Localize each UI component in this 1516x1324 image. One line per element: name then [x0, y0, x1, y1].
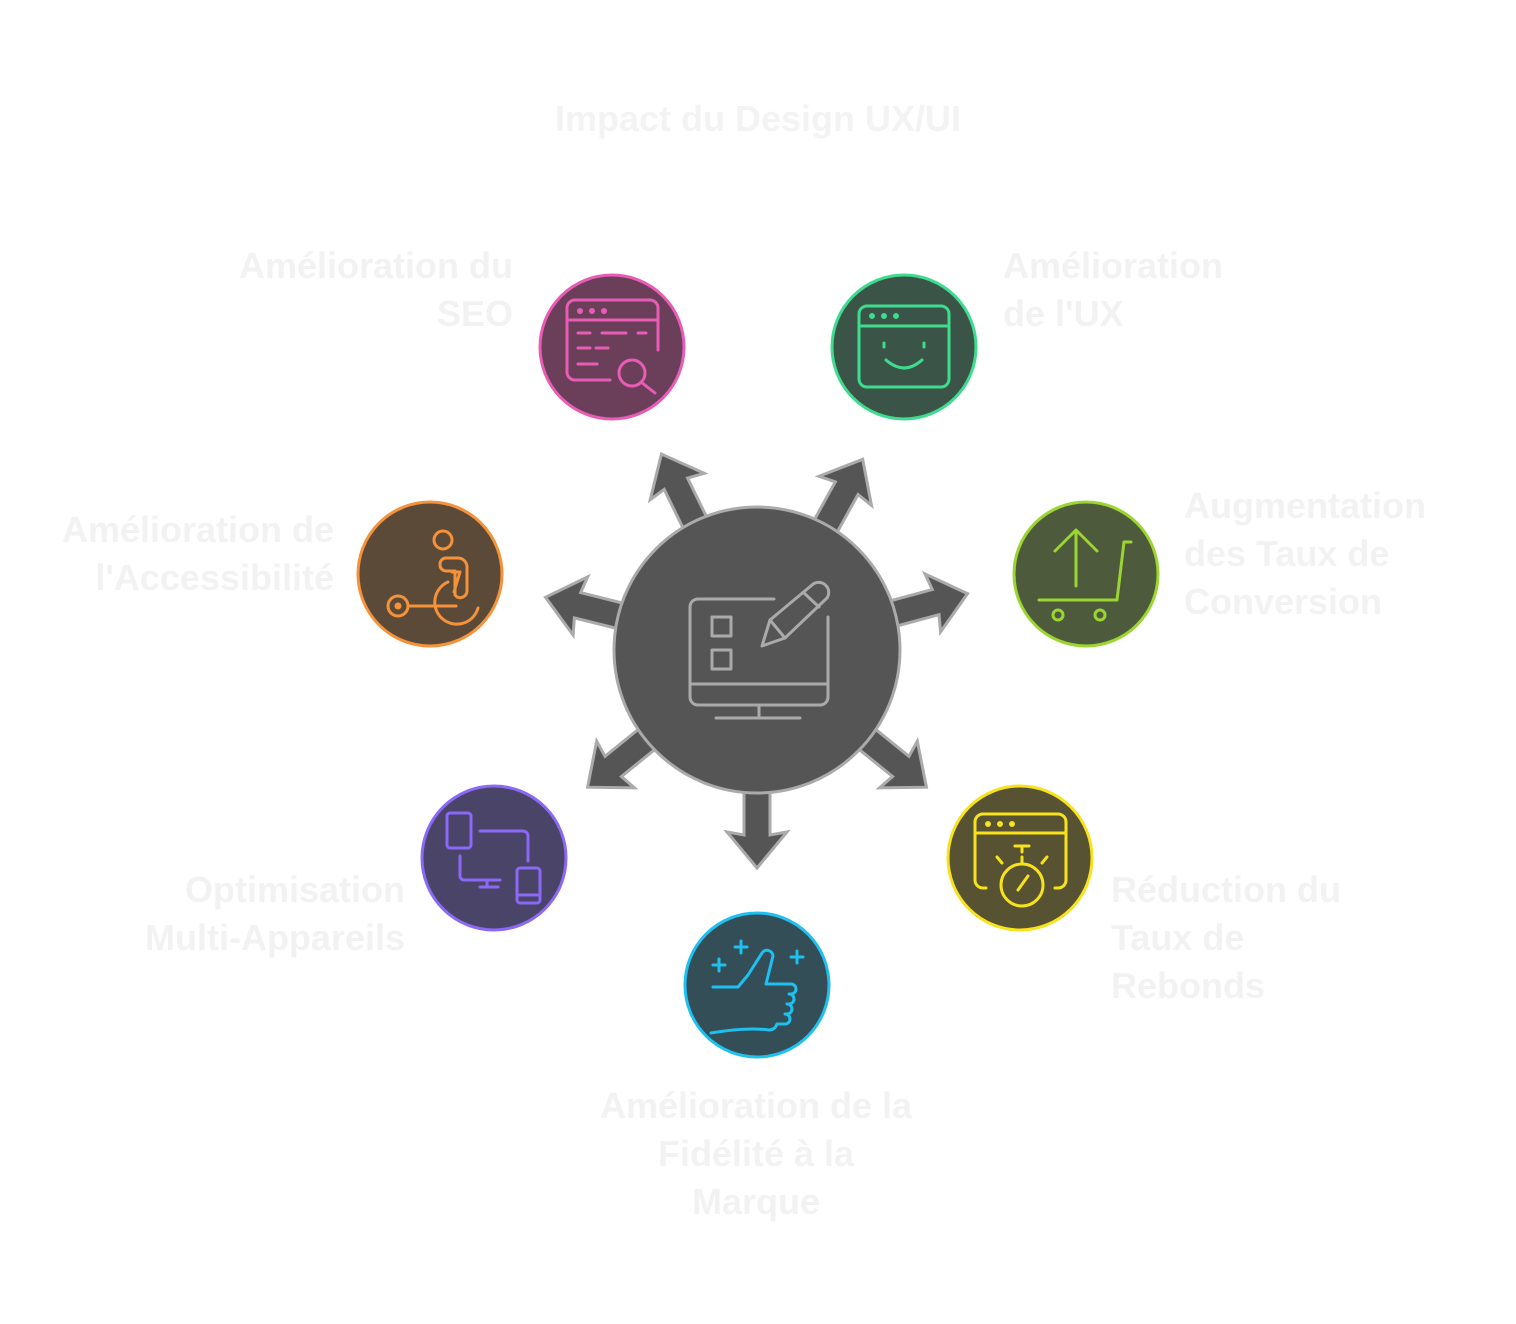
label-conversion: Augmentation des Taux de Conversion: [1184, 485, 1426, 622]
label-seo: Amélioration du SEO: [238, 245, 513, 334]
node-multi-device[interactable]: [420, 784, 568, 932]
label-loyalty: Amélioration de la Fidélité à la Marque: [599, 1085, 913, 1222]
design-monitor-pencil-icon: [688, 580, 831, 720]
node-conversion[interactable]: [1012, 500, 1160, 648]
label-bounce: Réduction du Taux de Rebonds: [1111, 869, 1341, 1006]
label-accessibility: Amélioration de l'Accessibilité: [61, 509, 334, 598]
label-ux: Amélioration de l'UX: [1003, 245, 1224, 334]
central-hub: [612, 505, 902, 795]
node-bounce[interactable]: [946, 784, 1094, 932]
node-ux[interactable]: [830, 273, 978, 421]
cart-arrow-up-icon: [1037, 528, 1133, 622]
node-accessibility[interactable]: [356, 500, 504, 648]
label-multi-device: Optimisation Multi-Appareils: [144, 869, 405, 958]
thumbs-up-icon: [709, 939, 805, 1035]
browser-search-icon: [565, 298, 660, 395]
multi-device-icon: [445, 811, 542, 905]
diagram-title: Impact du Design UX/UI: [554, 98, 962, 139]
wheelchair-icon: [386, 529, 480, 626]
node-seo[interactable]: [538, 273, 686, 421]
browser-stopwatch-icon: [973, 812, 1068, 908]
node-loyalty[interactable]: [683, 911, 831, 1059]
browser-smile-icon: [857, 304, 951, 389]
